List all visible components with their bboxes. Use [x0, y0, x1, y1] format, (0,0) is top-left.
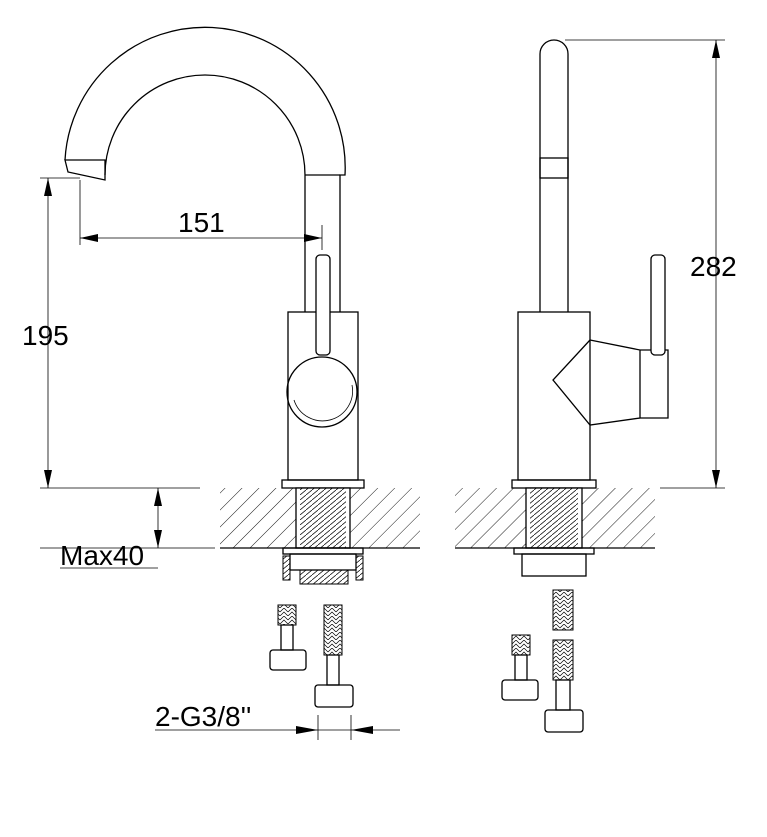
handle-disc	[286, 356, 358, 428]
mounting-nut	[282, 547, 364, 555]
spout-pipe	[539, 39, 569, 312]
supply-hose-right	[314, 604, 354, 708]
dimension-lines	[40, 39, 725, 740]
spout-reach-label: 151	[178, 207, 225, 238]
connection-label: 2-G3/8''	[155, 701, 251, 732]
front-view	[64, 26, 420, 708]
max-thickness-label: Max40	[60, 540, 144, 571]
side-view	[455, 39, 669, 733]
threaded-shank	[300, 488, 346, 548]
dimension-arrows	[44, 40, 720, 734]
handle-lever	[315, 254, 331, 356]
spout-tip	[64, 159, 106, 181]
spout-height-label: 195	[22, 320, 69, 351]
spout	[64, 26, 346, 312]
supply-hose-left	[269, 604, 307, 671]
total-height-label: 282	[690, 251, 737, 282]
